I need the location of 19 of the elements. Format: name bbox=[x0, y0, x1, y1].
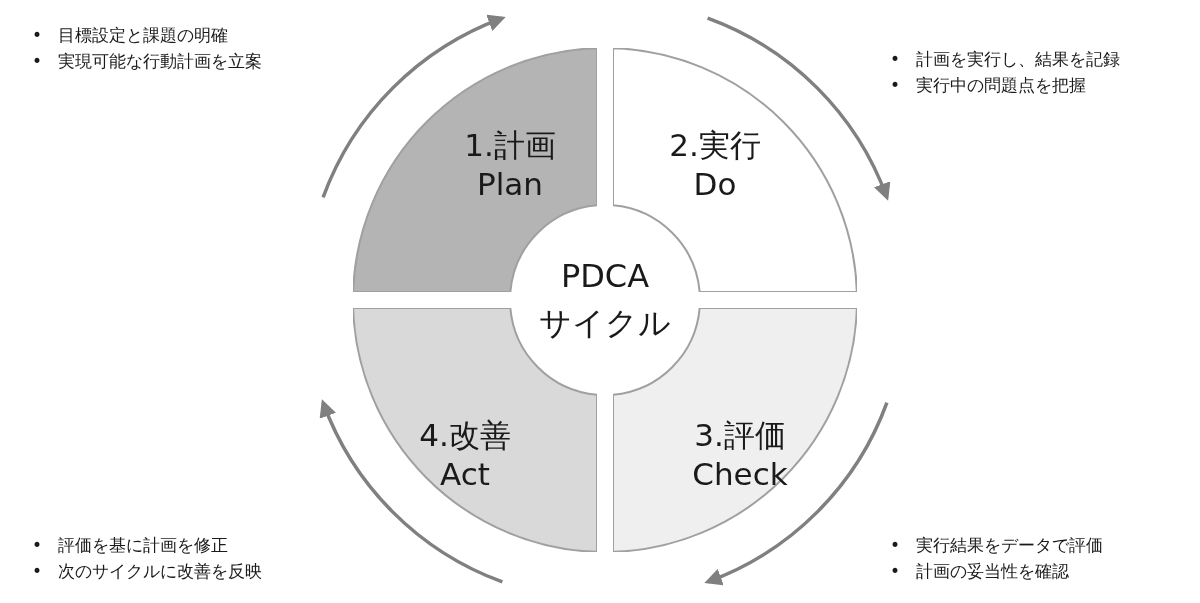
sector-label: Do bbox=[693, 165, 737, 204]
sector-label: Act bbox=[440, 455, 490, 494]
sector-label: 4.改善 bbox=[419, 416, 511, 455]
sector-label: 3.評価 bbox=[694, 416, 786, 455]
bullet-text: • 目標設定と課題の明確 bbox=[32, 24, 230, 47]
ring-sector bbox=[353, 308, 597, 552]
bullet-text: • 次のサイクルに改善を反映 bbox=[32, 560, 263, 583]
bullet-text: • 計画の妥当性を確認 bbox=[890, 560, 1071, 583]
bullet-text: • 実行結果をデータで評価 bbox=[890, 534, 1104, 557]
bullet-text: • 計画を実行し、結果を記録 bbox=[890, 48, 1121, 71]
bullet-text: • 実現可能な行動計画を立案 bbox=[32, 50, 263, 73]
bullet-text: • 評価を基に計画を修正 bbox=[32, 534, 230, 557]
sector-label: Plan bbox=[477, 165, 543, 204]
bullet-text: • 実行中の問題点を把握 bbox=[890, 74, 1088, 97]
sector-label: 1.計画 bbox=[464, 126, 556, 165]
sector-label: 2.実行 bbox=[669, 126, 761, 165]
center-label: PDCA bbox=[560, 258, 650, 294]
center-label: サイクル bbox=[539, 306, 671, 342]
sector-label: Check bbox=[692, 455, 788, 494]
